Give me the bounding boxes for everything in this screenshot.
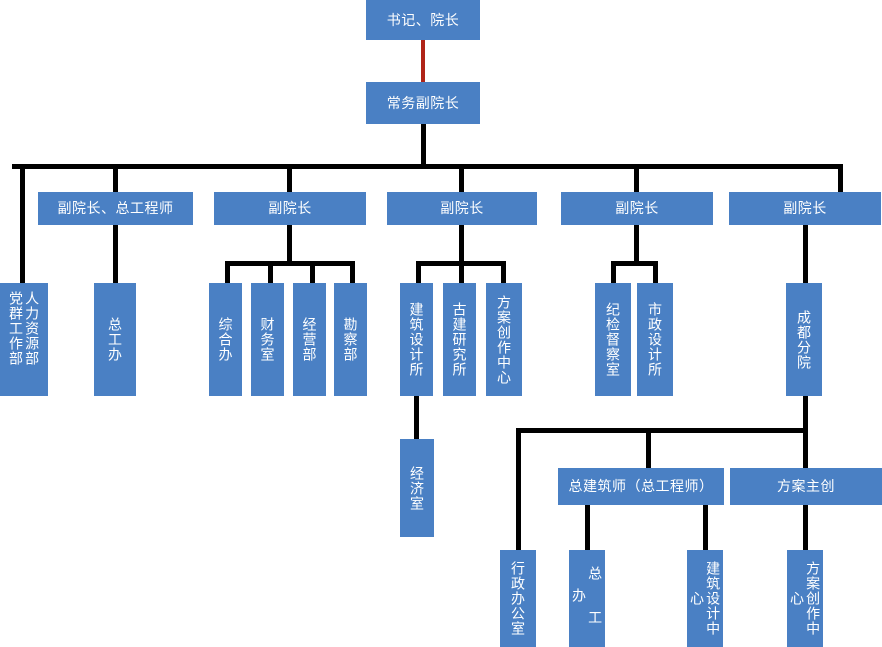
- node-chief-engineer-office-branch[interactable]: 总 工 办: [569, 550, 605, 647]
- connector-groupb-1: [416, 261, 421, 283]
- node-party-work-dept-label: 党群工作部: [8, 291, 24, 366]
- connector-groupa-4: [350, 261, 355, 283]
- connector-main-bus: [12, 164, 843, 169]
- connector-vp1-to-cheng: [113, 225, 118, 283]
- connector-vp4-down: [634, 225, 639, 264]
- connector-bus-to-vp3: [459, 164, 464, 192]
- node-discipline-inspection-office[interactable]: 纪检督察室: [595, 283, 631, 396]
- node-chengdu-branch[interactable]: 成都分院: [786, 283, 822, 396]
- connector-groupb-3: [501, 261, 506, 283]
- node-chief-architect[interactable]: 总建筑师（总工程师）: [558, 468, 724, 505]
- connector-groupa-2: [268, 261, 273, 283]
- connector-groupc-bus: [611, 261, 658, 266]
- connector-groupc-2: [653, 261, 658, 283]
- connector-groupa-3: [310, 261, 315, 283]
- node-hr-dept-label: 人力资源部: [24, 291, 41, 366]
- node-vp-2[interactable]: 副院长: [214, 192, 366, 225]
- connector-root-to-deputy: [421, 40, 425, 82]
- node-vp-3[interactable]: 副院长: [387, 192, 537, 225]
- node-administrative-office[interactable]: 行政办公室: [500, 550, 536, 647]
- connector-archdesign-to-econ: [414, 396, 419, 439]
- node-scheme-lead[interactable]: 方案主创: [730, 468, 882, 505]
- node-survey-dept[interactable]: 勘察部: [334, 283, 367, 396]
- connector-bus-to-vp1: [113, 164, 118, 192]
- connector-groupa-bus: [225, 261, 355, 266]
- node-ancient-architecture-institute[interactable]: 古建研究所: [443, 283, 476, 396]
- node-scheme-creation-center-2[interactable]: 方案创作中心: [787, 550, 823, 647]
- node-general-office[interactable]: 综合办: [209, 283, 242, 396]
- node-operations-dept[interactable]: 经营部: [293, 283, 326, 396]
- connector-branch-to-chiefarch: [646, 428, 651, 468]
- connector-vp3-down: [459, 225, 464, 264]
- connector-branch-to-schemelead: [803, 428, 808, 468]
- node-municipal-design-institute[interactable]: 市政设计所: [637, 283, 673, 396]
- connector-vp2-down: [287, 225, 292, 264]
- connector-chiefarch-to-archcenter: [703, 505, 708, 550]
- node-finance-office[interactable]: 财务室: [251, 283, 284, 396]
- node-economics-room[interactable]: 经济室: [400, 439, 434, 537]
- connector-groupb-2: [459, 261, 464, 283]
- connector-chiefarch-to-ceo2: [585, 505, 590, 550]
- connector-bus-to-vp2: [287, 164, 292, 192]
- node-hr-and-party-dept[interactable]: 党群工作部 人力资源部: [0, 283, 48, 396]
- connector-branch-to-admin: [516, 428, 521, 550]
- connector-groupc-1: [611, 261, 616, 283]
- node-chief-engineer-office[interactable]: 总工办: [94, 283, 136, 396]
- connector-bus-to-vp5: [838, 164, 843, 192]
- node-vp-4[interactable]: 副院长: [561, 192, 713, 225]
- node-vp-chief-engineer[interactable]: 副院长、总工程师: [38, 192, 193, 225]
- connector-vp5-to-branch: [803, 225, 808, 283]
- connector-branch-bus: [516, 428, 808, 433]
- connector-bus-to-vp4: [634, 164, 639, 192]
- node-architectural-design-center[interactable]: 建筑设计中心: [687, 550, 723, 647]
- connector-schemelead-to-center: [803, 505, 808, 550]
- node-scheme-creation-center-1[interactable]: 方案创作中心: [486, 283, 522, 396]
- node-root[interactable]: 书记、院长: [366, 0, 480, 40]
- connector-bus-to-hr: [20, 164, 25, 284]
- node-architectural-design-institute[interactable]: 建筑设计所: [400, 283, 433, 396]
- node-executive-deputy[interactable]: 常务副院长: [366, 82, 480, 124]
- node-vp-5[interactable]: 副院长: [729, 192, 881, 225]
- connector-branch-down: [803, 396, 808, 432]
- connector-deputy-down: [421, 124, 426, 168]
- connector-groupa-1: [225, 261, 230, 283]
